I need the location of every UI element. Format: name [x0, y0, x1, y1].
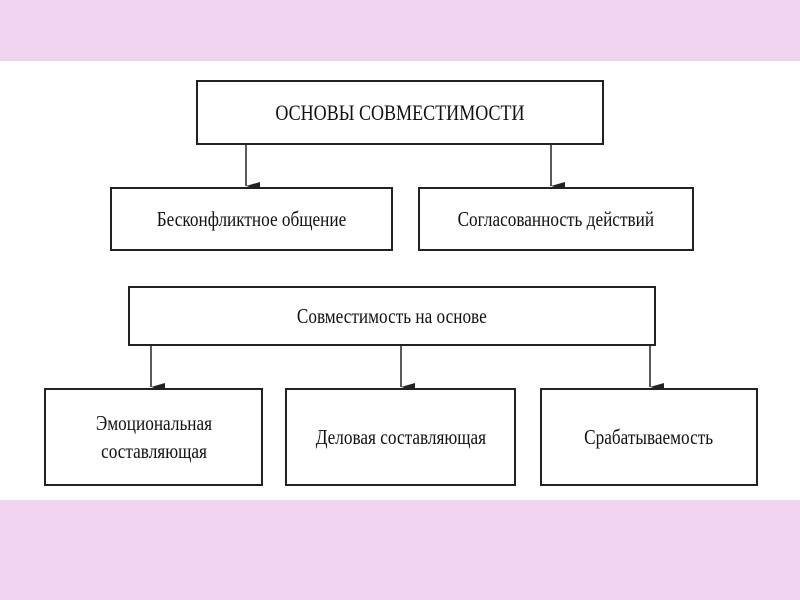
business-label: Деловая составляющая — [315, 424, 486, 449]
root-label: ОСНОВЫ СОВМЕСТИМОСТИ — [275, 99, 525, 125]
emotional-box: Эмоциональная составляющая — [44, 388, 263, 486]
conflict-free-box: Бесконфликтное общение — [110, 187, 393, 251]
bottom-band — [0, 500, 800, 600]
teamwork-label: Срабатываемость — [584, 424, 714, 449]
coordination-box: Согласованность действий — [418, 187, 694, 251]
root-box: ОСНОВЫ СОВМЕСТИМОСТИ — [196, 80, 604, 145]
top-band — [0, 0, 800, 61]
group-box: Совместимость на основе — [128, 286, 656, 346]
conflict-free-label: Бесконфликтное общение — [156, 206, 347, 231]
teamwork-box: Срабатываемость — [540, 388, 758, 486]
emotional-label: Эмоциональная составляющая — [95, 410, 212, 463]
coordination-label: Согласованность действий — [457, 206, 655, 231]
group-label: Совместимость на основе — [297, 303, 487, 328]
business-box: Деловая составляющая — [285, 388, 516, 486]
